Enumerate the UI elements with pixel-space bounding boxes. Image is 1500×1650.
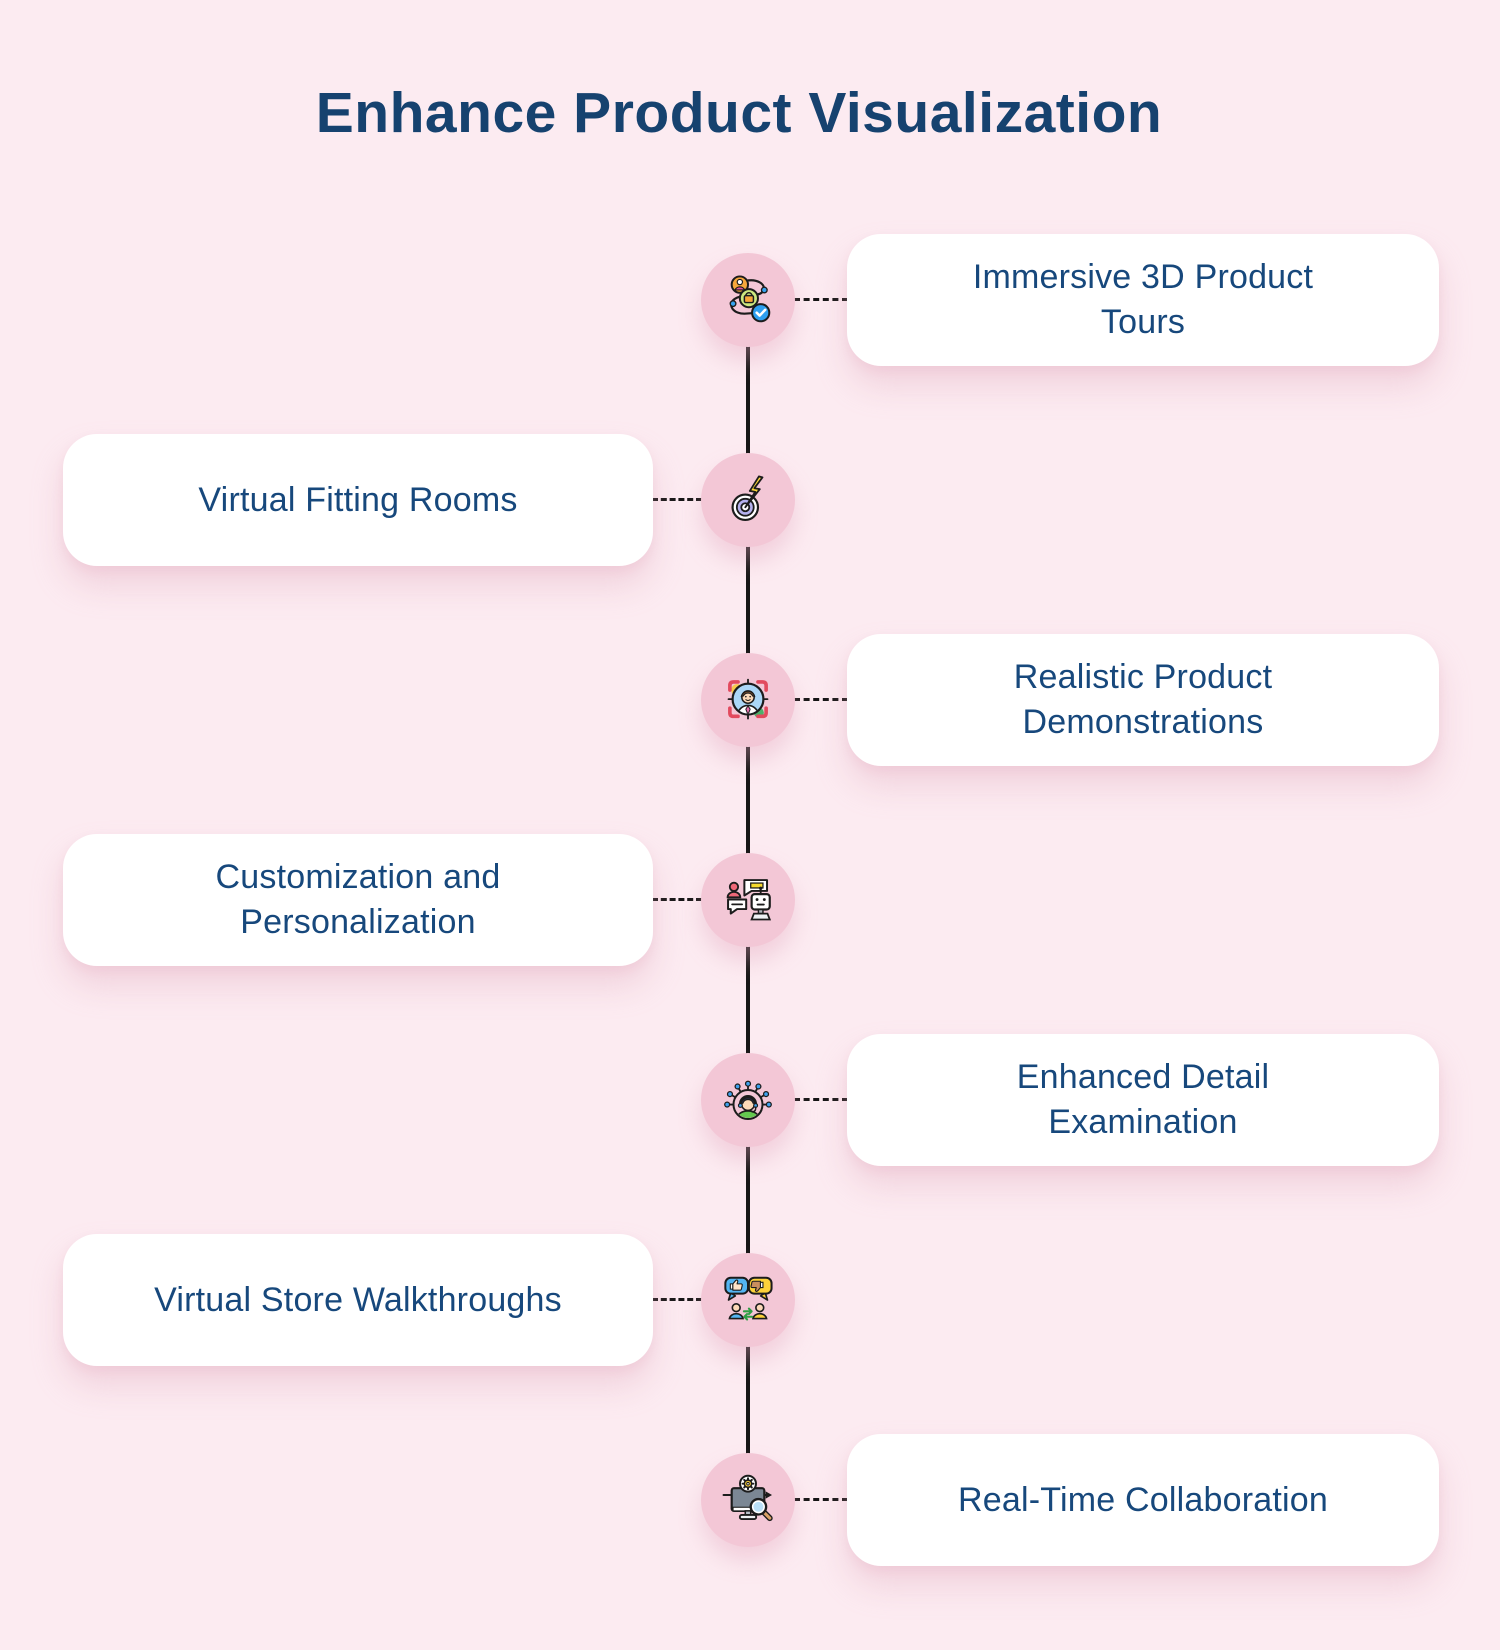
face-scan-icon bbox=[719, 671, 777, 729]
connector-dotted-line bbox=[652, 498, 702, 501]
feature-label: Realistic Product Demonstrations bbox=[1013, 658, 1273, 741]
feature-label: Virtual Store Walkthroughs bbox=[154, 1280, 562, 1319]
feature-label: Immersive 3D Product Tours bbox=[972, 258, 1314, 341]
feature-card: Virtual Store Walkthroughs bbox=[63, 1234, 653, 1366]
timeline-node bbox=[701, 453, 795, 547]
connector-dotted-line bbox=[652, 898, 702, 901]
feature-label: Customization and Personalization bbox=[215, 858, 501, 941]
page-title: Enhance Product Visualization bbox=[315, 81, 1163, 145]
feature-card: Enhanced Detail Examination bbox=[847, 1034, 1439, 1166]
feature-label: Enhanced Detail Examination bbox=[1016, 1058, 1270, 1141]
feedback-thumbs-icon bbox=[719, 1271, 777, 1329]
timeline-node bbox=[701, 1453, 795, 1547]
connector-dotted-line bbox=[652, 1298, 702, 1301]
feature-card: Realistic Product Demonstrations bbox=[847, 634, 1439, 766]
lightning-target-icon bbox=[719, 471, 777, 529]
connected-user-icon bbox=[719, 1071, 777, 1129]
feature-card: Real-Time Collaboration bbox=[847, 1434, 1439, 1566]
timeline-node bbox=[701, 1253, 795, 1347]
feature-label: Virtual Fitting Rooms bbox=[198, 480, 518, 519]
connector-dotted-line bbox=[794, 1498, 848, 1501]
feature-card: Virtual Fitting Rooms bbox=[63, 434, 653, 566]
monitor-search-gear-icon bbox=[719, 1471, 777, 1529]
feature-label: Real-Time Collaboration bbox=[958, 1480, 1328, 1519]
timeline-node bbox=[701, 253, 795, 347]
person-robot-chat-icon bbox=[719, 871, 777, 929]
connector-dotted-line bbox=[794, 698, 848, 701]
product-flow-icon bbox=[719, 271, 777, 329]
connector-dotted-line bbox=[794, 1098, 848, 1101]
feature-card: Customization and Personalization bbox=[63, 834, 653, 966]
timeline-node bbox=[701, 1053, 795, 1147]
feature-card: Immersive 3D Product Tours bbox=[847, 234, 1439, 366]
timeline-node bbox=[701, 853, 795, 947]
timeline-node bbox=[701, 653, 795, 747]
connector-dotted-line bbox=[794, 298, 848, 301]
